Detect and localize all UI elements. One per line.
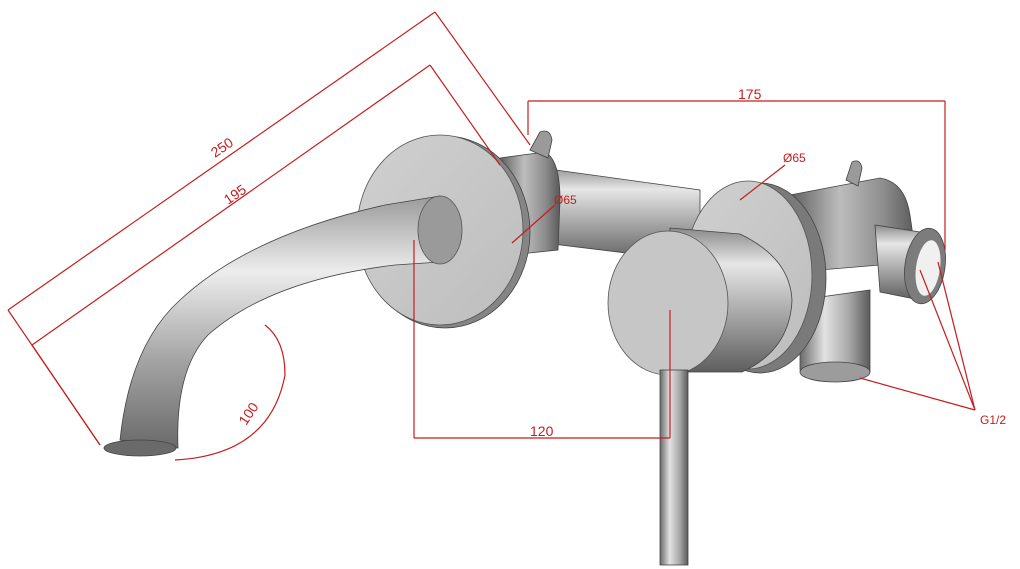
mixer-handle — [607, 227, 793, 566]
dim-rosette-left-label: Ø65 — [554, 193, 577, 207]
dim-connection-label: G1/2 — [980, 413, 1006, 427]
dim-rosette-right-label: Ø65 — [783, 151, 806, 165]
spout — [103, 195, 463, 457]
dim-195-label: 195 — [221, 181, 249, 207]
dim-175-label: 175 — [738, 86, 762, 102]
dim-100-label: 100 — [235, 399, 261, 427]
dimension-lines — [7, 11, 976, 461]
dim-250-label: 250 — [208, 134, 236, 160]
dim-120-label: 120 — [530, 423, 554, 439]
